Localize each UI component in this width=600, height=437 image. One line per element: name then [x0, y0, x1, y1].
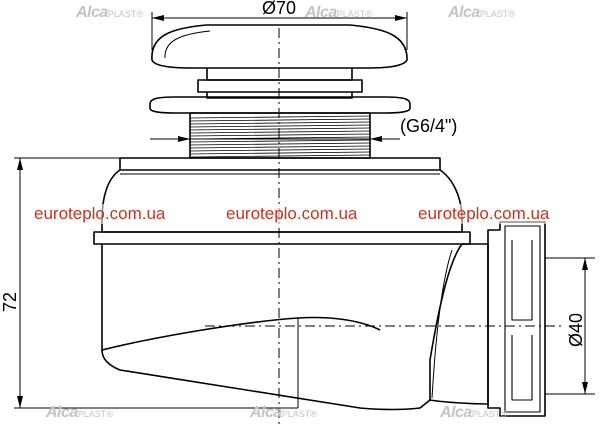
outlet-pipe	[487, 221, 546, 417]
watermark-brand: Alca	[448, 4, 480, 21]
lower-body	[101, 244, 431, 411]
dim-height-arrow-bottom	[17, 396, 23, 408]
dim-top-arrow-left	[152, 15, 164, 21]
dim-outlet-diameter: Ø40	[566, 313, 586, 347]
watermark-mark: ®	[508, 9, 515, 19]
thread-line	[189, 151, 371, 155]
dim-height: 72	[0, 292, 20, 312]
watermark-brand: Alca	[250, 404, 282, 421]
thread-line	[189, 139, 371, 143]
outlet-nut	[504, 225, 541, 413]
thread-line	[189, 127, 371, 131]
watermark-suffix: PLAST	[336, 9, 366, 19]
drain-outline	[93, 24, 546, 417]
watermark-suffix: PLAST	[281, 409, 311, 419]
thread-line	[189, 115, 371, 119]
dim-outlet-arrow-bottom	[582, 382, 588, 394]
watermark-top-left: AlcaPLAST®	[76, 4, 143, 22]
watermark-mark: ®	[500, 409, 507, 419]
lower-body-slope	[101, 316, 381, 351]
body-shoulder	[119, 157, 441, 171]
watermark-suffix: PLAST	[107, 9, 137, 19]
dim-thread-arrow-left	[178, 136, 190, 142]
watermark-brand: Alca	[76, 4, 108, 21]
watermark-brand: Alca	[46, 404, 78, 421]
dim-thread: (G6/4")	[400, 116, 457, 136]
watermark-suffix: PLAST	[471, 409, 501, 419]
dome-cap	[151, 24, 408, 69]
center-lines	[205, 28, 565, 425]
watermark-suffix: PLAST	[479, 9, 509, 19]
thread-line	[189, 124, 371, 128]
website-label-center: euroteplo.com.ua	[226, 204, 358, 224]
dimension-lines	[14, 12, 595, 409]
flange	[149, 96, 411, 114]
dim-thread-arrow-right	[370, 136, 382, 142]
thread-line	[189, 121, 371, 125]
thread-line	[189, 133, 371, 137]
watermark-mark: ®	[310, 409, 317, 419]
outlet-slots	[511, 240, 533, 401]
stem-neck	[206, 92, 353, 99]
thread-line	[189, 145, 371, 149]
website-label-right: euroteplo.com.ua	[418, 204, 550, 224]
watermark-mark: ®	[106, 409, 113, 419]
watermark-bottom-right: AlcaPLAST®	[440, 404, 507, 422]
website-label-left: euroteplo.com.ua	[34, 204, 166, 224]
outlet-elbow-curve	[431, 249, 453, 399]
base-rim	[93, 231, 471, 245]
thread-line	[189, 148, 371, 152]
thread-line	[189, 142, 371, 146]
watermark-top-center: AlcaPLAST®	[305, 4, 372, 22]
dim-outlet-arrow-top	[582, 258, 588, 270]
thread-line	[189, 154, 371, 158]
outlet-elbow	[429, 243, 489, 405]
watermark-top-right: AlcaPLAST®	[448, 4, 515, 22]
thread-line	[189, 118, 371, 122]
dim-top-arrow-right	[395, 15, 407, 21]
watermark-mark: ®	[136, 9, 143, 19]
dome-cap-highlight	[164, 30, 211, 59]
dim-height-arrow-top	[17, 158, 23, 170]
dim-top-diameter: Ø70	[262, 0, 296, 18]
thread-line	[189, 130, 371, 134]
watermark-mark: ®	[365, 9, 372, 19]
watermark-bottom-center: AlcaPLAST®	[250, 404, 317, 422]
watermark-suffix: PLAST	[77, 409, 107, 419]
stem-ring	[197, 79, 363, 93]
watermark-brand: Alca	[440, 404, 472, 421]
watermark-bottom-left: AlcaPLAST®	[46, 404, 113, 422]
thread-hatching	[189, 115, 371, 158]
watermark-brand: Alca	[305, 4, 337, 21]
